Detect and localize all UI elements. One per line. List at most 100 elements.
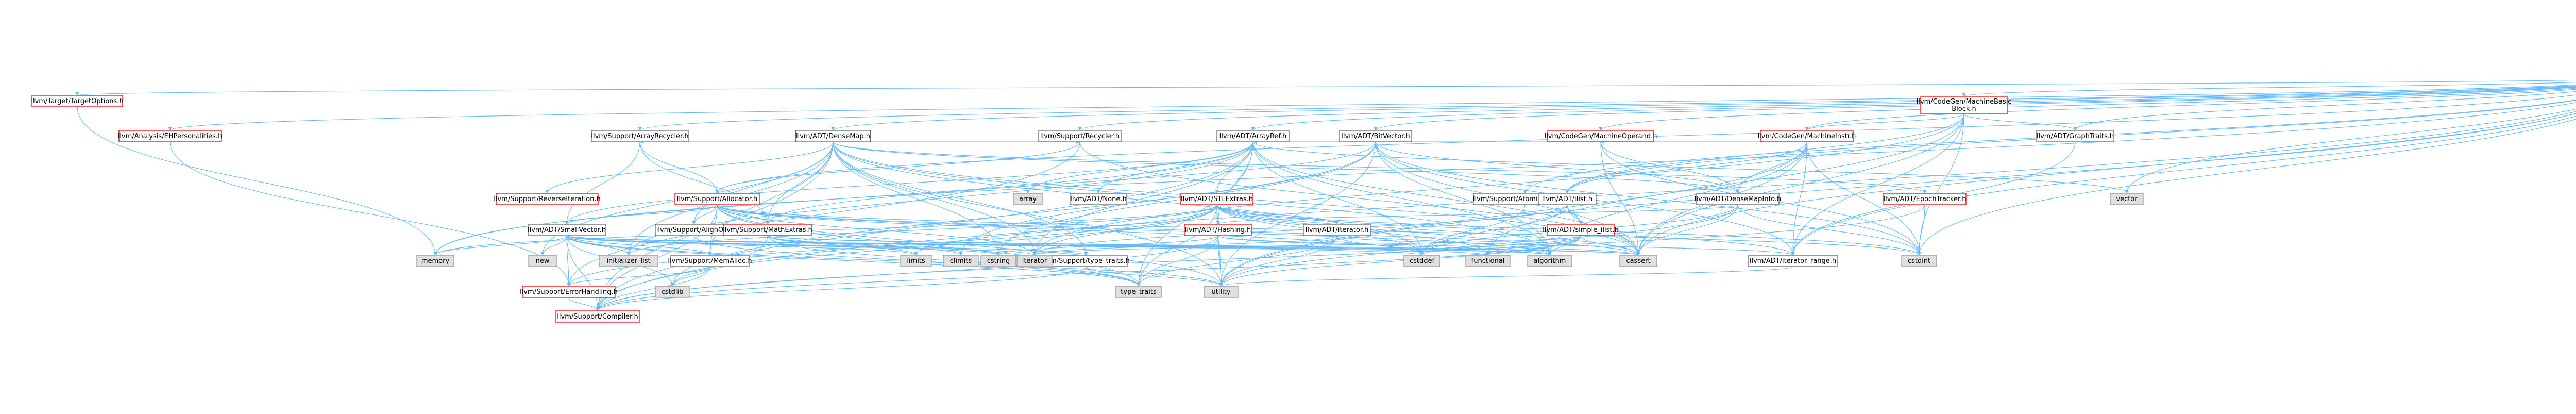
graph-node-simpleilist[interactable]: llvm/ADT/simple_ilist.h: [1543, 224, 1619, 236]
dependency-edge: [1032, 141, 1253, 256]
graph-node-iteratorrange[interactable]: llvm/ADT/iterator_range.h: [1748, 255, 1838, 267]
graph-node-memalloc[interactable]: llvm/Support/MemAlloc.h: [668, 255, 752, 267]
graph-node-label: Block.h: [1952, 105, 1976, 113]
graph-node-compiler[interactable]: llvm/Support/Compiler.h: [555, 310, 640, 323]
graph-node-revit[interactable]: llvm/Support/ReverseIteration.h: [494, 193, 601, 205]
graph-node-densemap[interactable]: llvm/ADT/DenseMap.h: [795, 130, 871, 142]
dependency-edge: [670, 204, 1217, 287]
graph-node-stlextras[interactable]: llvm/ADT/STLExtras.h: [1180, 193, 1253, 205]
dependency-edge: [1219, 113, 2576, 287]
dependency-edge: [565, 204, 718, 225]
dependency-edge: [566, 235, 571, 287]
dependency-edge: [540, 235, 567, 256]
graph-node-box: [1619, 255, 1657, 267]
dependency-edge: [833, 141, 1223, 287]
graph-node-cstddef: cstddef: [1403, 255, 1440, 267]
graph-node-label: functional: [1471, 257, 1505, 265]
dependency-edge: [638, 85, 2576, 131]
graph-node-vector: vector: [2110, 193, 2144, 205]
graph-node-box: [31, 95, 123, 107]
graph-node-box: [118, 130, 222, 142]
dependency-edge: [639, 141, 770, 225]
graph-node-box: [1883, 193, 1967, 205]
graph-node-box: [1403, 255, 1440, 267]
graph-node-mathextras[interactable]: llvm/Support/MathExtras.h: [723, 224, 812, 236]
graph-node-box: [670, 255, 750, 267]
graph-node-box: [674, 193, 760, 205]
graph-node-array: array: [1013, 193, 1043, 205]
dependency-edge: [1252, 141, 2129, 194]
graph-node-graphtraits[interactable]: llvm/ADT/GraphTraits.h: [2036, 130, 2114, 142]
dependency-edge: [566, 235, 1141, 287]
graph-node-box: [1696, 193, 1780, 205]
graph-node-errorhandling[interactable]: llvm/Support/ErrorHandling.h: [520, 286, 618, 298]
graph-node-box: [1547, 224, 1615, 236]
graph-node-label: llvm/ADT/STLExtras.h: [1181, 195, 1253, 203]
dependency-edge: [1636, 204, 1738, 256]
graph-node-epochtracker[interactable]: llvm/ADT/EpochTracker.h: [1883, 193, 1967, 205]
graph-node-mo[interactable]: llvm/CodeGen/MachineOperand.h: [1544, 130, 1657, 142]
dependency-edge: [1216, 204, 1339, 225]
graph-node-box: [555, 310, 640, 323]
graph-node-label: llvm/ADT/simple_ilist.h: [1543, 226, 1619, 234]
dependency-edge: [1917, 204, 1925, 256]
dependency-edge: [1420, 235, 1581, 256]
graph-node-densemapinfo[interactable]: llvm/ADT/DenseMapInfo.h: [1694, 193, 1781, 205]
graph-node-bitvector[interactable]: llvm/ADT/BitVector.h: [1339, 130, 1412, 142]
graph-node-adtiterator[interactable]: llvm/ADT/iterator.h: [1303, 224, 1371, 236]
dependency-edge: [566, 235, 600, 311]
graph-node-hashing[interactable]: llvm/ADT/Hashing.h: [1184, 224, 1252, 236]
dependency-edge: [1219, 235, 1581, 287]
graph-node-mi[interactable]: llvm/CodeGen/MachineInstr.h: [1758, 130, 1856, 142]
graph-node-typetraits[interactable]: llvm/Support/type_traits.h: [1042, 255, 1130, 267]
dependency-edge: [1917, 113, 1964, 256]
graph-node-alignof[interactable]: llvm/Support/AlignOf.h: [655, 224, 733, 236]
graph-node-label: llvm/CodeGen/MachineBasic: [1917, 98, 2012, 106]
dependency-edge: [1251, 87, 2576, 131]
graph-node-label: llvm/ADT/ArrayRef.h: [1219, 133, 1287, 140]
dependency-edge: [566, 235, 631, 256]
dependency-edge: [1805, 89, 2576, 131]
dependency-edge: [1375, 141, 1740, 194]
graph-node-box: [528, 255, 557, 267]
graph-node-box: [528, 224, 606, 236]
dependency-edge: [1086, 266, 1141, 287]
graph-node-allocator[interactable]: llvm/Support/Allocator.h: [674, 193, 760, 205]
dependency-edge: [567, 204, 1217, 287]
dependency-edge: [1599, 88, 2576, 131]
dependency-edge: [1219, 141, 1376, 287]
dependency-edge: [914, 204, 1217, 256]
graph-node-label: llvm/ADT/EpochTracker.h: [1883, 195, 1966, 203]
graph-node-ilist[interactable]: llvm/ADT/ilist.h: [1538, 193, 1597, 205]
dependency-edge: [1600, 141, 1640, 256]
graph-node-arrayref[interactable]: llvm/ADT/ArrayRef.h: [1216, 130, 1290, 142]
dependency-edge: [565, 141, 640, 225]
dependency-edge: [767, 235, 963, 256]
graph-node-targetoptions[interactable]: llvm/Target/TargetOptions.h: [31, 95, 124, 107]
graph-node-arrayrecycler[interactable]: llvm/Support/ArrayRecycler.h: [591, 130, 689, 142]
graph-node-label: llvm/Support/MathExtras.h: [723, 226, 812, 234]
dependency-edge: [1420, 204, 1526, 256]
dependency-edge: [1219, 204, 1738, 287]
graph-node-none[interactable]: llvm/ADT/None.h: [1070, 193, 1127, 205]
dependency-edge: [996, 235, 1218, 256]
graph-node-smallvector[interactable]: llvm/ADT/SmallVector.h: [528, 224, 606, 236]
graph-node-box: [591, 130, 689, 142]
dependency-edge: [715, 141, 1080, 194]
graph-node-cassert: cassert: [1619, 255, 1657, 267]
graph-node-new: new: [528, 255, 557, 267]
graph-node-label: llvm/Support/ReverseIteration.h: [494, 195, 601, 203]
dependency-edge: [1805, 113, 1964, 131]
graph-node-memory: memory: [416, 255, 454, 267]
dependency-edge: [567, 266, 710, 287]
graph-node-cstring: cstring: [980, 255, 1016, 267]
graph-node-ehpers[interactable]: llvm/Analysis/EHPersonalities.h: [118, 130, 223, 142]
dependency-edge: [833, 141, 1088, 256]
graph-node-recycler[interactable]: llvm/Support/Recycler.h: [1038, 130, 1122, 142]
graph-node-label: llvm/Support/AlignOf.h: [656, 226, 732, 234]
dependency-edge: [767, 235, 1552, 256]
dependency-edge: [1737, 204, 1921, 256]
graph-node-label: cstring: [987, 257, 1010, 265]
graph-node-label: llvm/Support/ArrayRecycler.h: [591, 133, 688, 140]
